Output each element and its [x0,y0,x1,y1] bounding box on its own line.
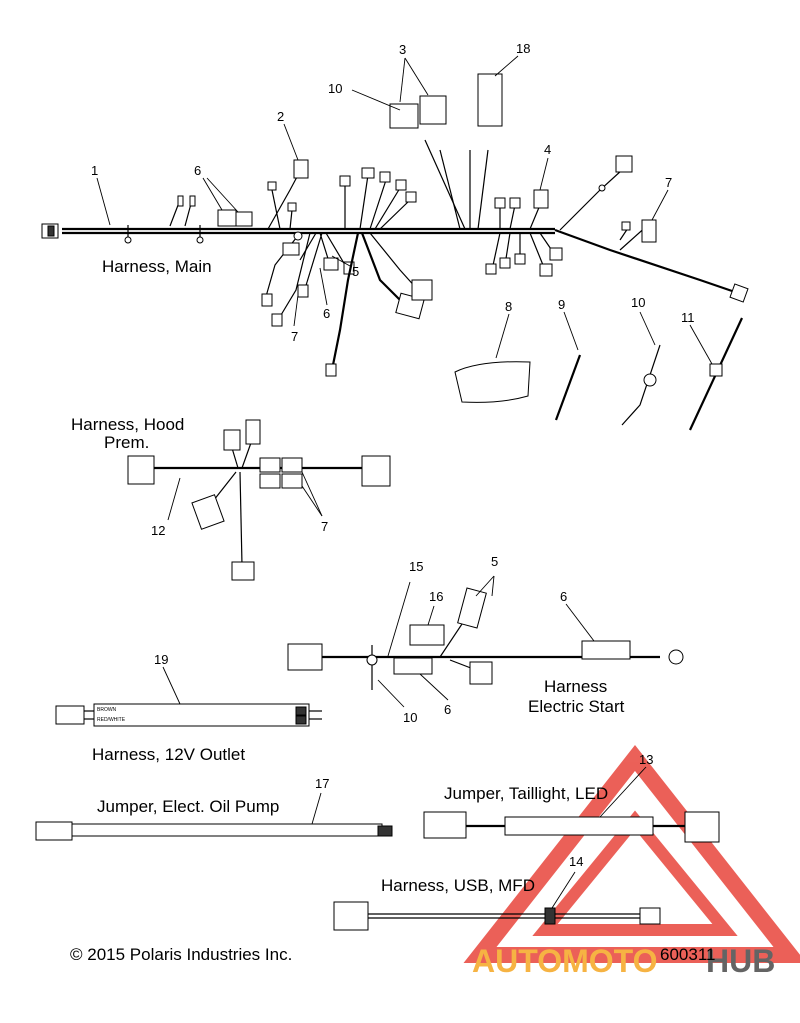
callout-17: 17 [315,776,329,791]
label-jumper-tail: Jumper, Taillight, LED [444,784,608,803]
label-harness-12v: Harness, 12V Outlet [92,745,245,764]
callout-10c: 10 [403,710,417,725]
label-harness-electric-line1: Harness [544,677,607,696]
callout-10b: 10 [631,295,645,310]
callout-8: 8 [505,299,512,314]
copyright-text: © 2015 Polaris Industries Inc. [70,945,292,964]
callout-11: 11 [681,310,695,325]
callout-16: 16 [429,589,443,604]
callout-5b: 5 [491,554,498,569]
callout-6d: 6 [444,702,451,717]
wire-tag-red-white: RED/WHITE [97,717,126,723]
label-harness-main: Harness, Main [102,257,212,276]
label-harness-hood-line1: Harness, Hood [71,415,184,434]
label-jumper-oil: Jumper, Elect. Oil Pump [97,797,279,816]
watermark-text-automoto: AUTOMOTO [472,943,657,979]
hood-harness [127,419,391,581]
figure-id: 600311 [660,945,715,964]
callout-18: 18 [516,41,530,56]
part-8-sleeve [454,361,531,403]
callout-6c: 6 [560,589,567,604]
callout-7b: 7 [291,329,298,344]
section-labels: Harness, Main Harness, Hood Prem. Harnes… [71,257,625,895]
main-harness [41,73,749,377]
taillight-jumper [423,811,720,843]
label-harness-usb: Harness, USB, MFD [381,876,535,895]
callout-7c: 7 [321,519,328,534]
part-10-clip [621,344,661,426]
callout-9: 9 [558,297,565,312]
label-harness-hood-line2: Prem. [104,433,149,452]
electric-start-harness [287,587,684,690]
callout-6a: 6 [194,163,201,178]
callout-12: 12 [151,523,165,538]
callout-4: 4 [544,142,551,157]
outlet-12v-harness: BROWN RED/WHITE [55,703,322,727]
callout-5a: 5 [352,264,359,279]
accessory-parts [454,317,743,431]
callout-7a: 7 [665,175,672,190]
callout-6b: 6 [323,306,330,321]
wire-tag-brown: BROWN [97,707,117,713]
callout-2: 2 [277,109,284,124]
oil-pump-jumper [35,821,393,841]
leader-lines [96,55,713,909]
callout-19: 19 [154,652,168,667]
part-9-tie [554,354,582,421]
automotohub-watermark: AUTOMOTO HUB [463,745,800,979]
label-harness-electric-line2: Electric Start [528,697,625,716]
callout-numbers: 1 2 3 4 5 5 6 6 6 6 7 7 7 8 9 10 10 10 1… [91,41,695,869]
usb-harness [333,901,661,931]
callout-3: 3 [399,42,406,57]
watermark-text-hub: HUB [706,943,775,979]
callout-14: 14 [569,854,583,869]
footer: © 2015 Polaris Industries Inc. 600311 [70,945,715,964]
callout-13: 13 [639,752,653,767]
callout-1: 1 [91,163,98,178]
callout-10a: 10 [328,81,342,96]
callout-15: 15 [409,559,423,574]
